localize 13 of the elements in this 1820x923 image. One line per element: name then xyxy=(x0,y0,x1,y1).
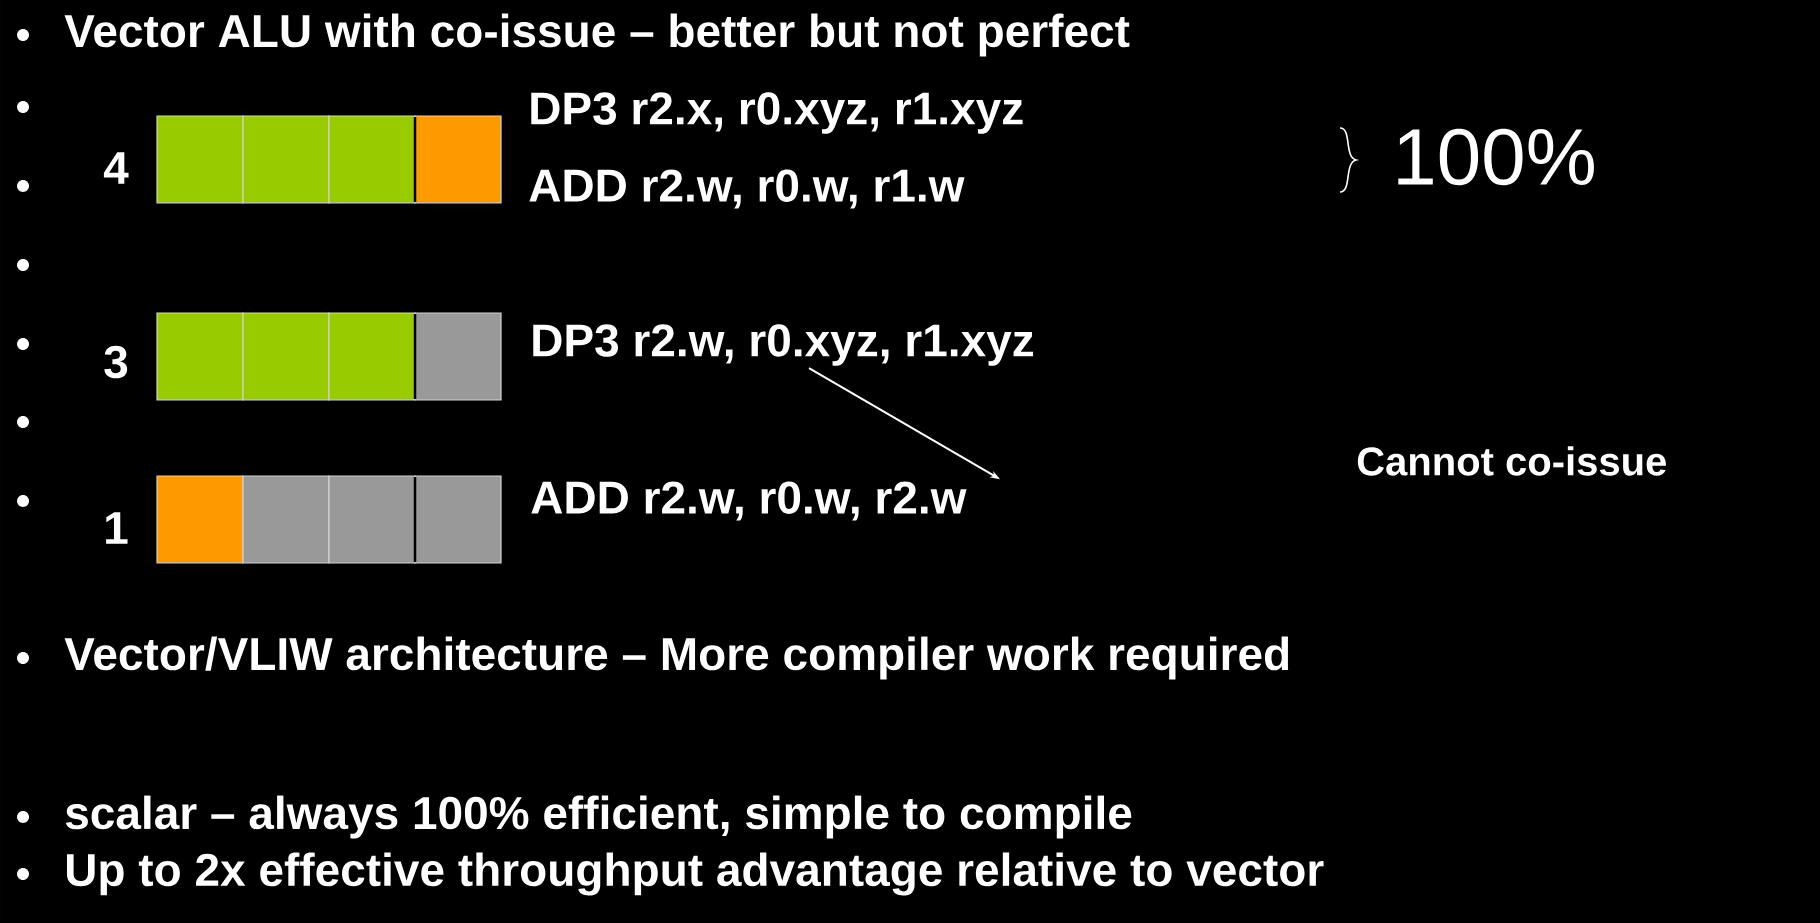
instruction-text: ADD r2.w, r0.w, r2.w xyxy=(531,481,967,521)
instruction-text: DP3 r2.w, r0.xyz, r1.xyz xyxy=(533,324,1034,366)
note-text: Cannot co-issue xyxy=(1357,446,1666,476)
bullet-text: scalar – always 100% efficient, simple to compile xyxy=(65,795,1132,839)
row-number: 3 xyxy=(104,345,128,379)
instruction-text: DP3 r2.x, r0.xyz, r1.xyz xyxy=(531,92,1023,134)
bullet-text: Vector/VLIW architecture – More compiler work required xyxy=(64,636,1289,680)
percentage-text: 100% xyxy=(1398,128,1594,186)
bullet-text: Up to 2x effective throughput advantage relative to vector xyxy=(66,852,1324,896)
row-number: 4 xyxy=(103,152,129,184)
instruction-text: ADD r2.w, r0.w, r1.w xyxy=(529,169,965,209)
row-number: 1 xyxy=(106,512,128,544)
bullet-text: Vector ALU with co-issue – better but not perfect xyxy=(64,13,1130,57)
